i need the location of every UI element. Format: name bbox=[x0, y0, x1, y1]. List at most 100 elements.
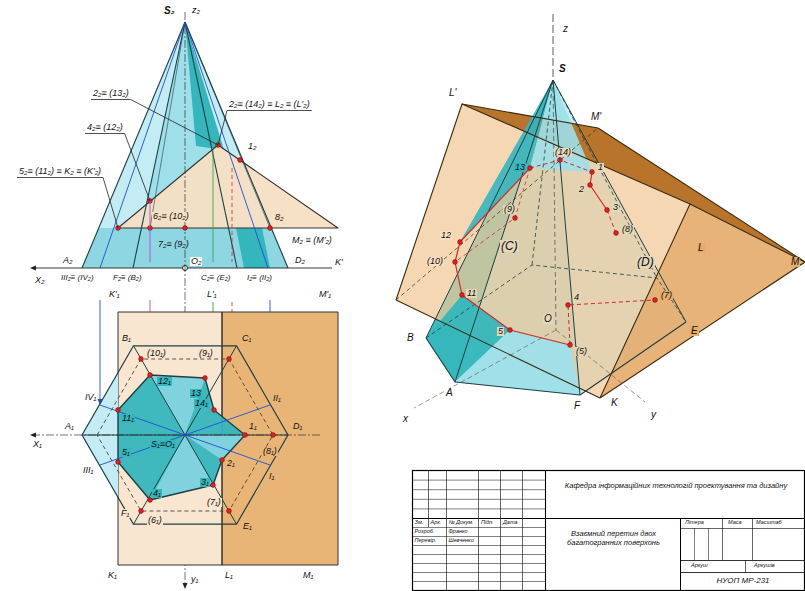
leader-line bbox=[131, 100, 218, 146]
point-label: 5 bbox=[497, 327, 504, 336]
point-label: L'₁ bbox=[206, 290, 218, 299]
vertex-label: A₂ bbox=[62, 256, 73, 265]
point-label: 13 bbox=[514, 163, 526, 172]
axis-label: z₂ bbox=[191, 6, 201, 15]
leader-line bbox=[91, 99, 131, 100]
axis-label: y₁ bbox=[190, 575, 199, 584]
point-label: (10) bbox=[426, 257, 444, 266]
point-label: 6₂≡ (10₂) bbox=[152, 212, 190, 221]
leader-line bbox=[218, 111, 227, 146]
arrow-head bbox=[30, 433, 36, 438]
axonometric-view bbox=[396, 14, 805, 408]
pyramid-edge bbox=[426, 80, 553, 338]
intersection-point bbox=[653, 298, 658, 303]
drawing-line bbox=[185, 22, 270, 228]
drawing-line bbox=[680, 518, 681, 591]
point-label: 13 bbox=[190, 389, 202, 398]
leader-lines bbox=[17, 100, 312, 229]
point-label: 3 bbox=[612, 203, 619, 212]
drawing-line bbox=[694, 528, 695, 560]
leader-line bbox=[125, 134, 150, 202]
intersection-point bbox=[183, 226, 188, 231]
axis-line bbox=[556, 330, 645, 402]
point-label: (9₁) bbox=[198, 349, 214, 358]
intersection-point bbox=[243, 433, 248, 438]
intersection-point bbox=[227, 509, 232, 514]
title-block bbox=[412, 470, 805, 591]
top-view bbox=[30, 312, 338, 565]
title-block-cell: Шевченко bbox=[448, 538, 475, 544]
drawing-line bbox=[232, 168, 233, 262]
point-label: 2 bbox=[578, 185, 585, 194]
point-label: M₂ ≡ (M'₂) bbox=[291, 236, 333, 245]
title-block-frame bbox=[413, 471, 805, 591]
face-outline bbox=[118, 375, 245, 500]
drawing-line bbox=[500, 470, 501, 591]
drawing-line bbox=[412, 572, 545, 573]
axis-line bbox=[553, 80, 556, 330]
auxiliary-line bbox=[185, 405, 270, 435]
drawing-line bbox=[680, 528, 805, 529]
point-label: (14) bbox=[554, 148, 572, 157]
vertex-label: K bbox=[610, 398, 619, 408]
drawing-line bbox=[522, 470, 523, 591]
axis-label: y bbox=[650, 410, 657, 420]
axis-label: z bbox=[562, 24, 569, 34]
point-label: (9) bbox=[503, 205, 516, 214]
point-label: (8) bbox=[621, 225, 634, 234]
drawing-line bbox=[412, 518, 805, 519]
point-label: III₁ bbox=[82, 466, 94, 475]
prism-face bbox=[600, 204, 805, 398]
title-block-cell: Маса bbox=[727, 520, 743, 526]
face-fill bbox=[185, 435, 245, 460]
point-label: (7) bbox=[660, 291, 673, 300]
title-block-cell: НУОП МР-231 bbox=[687, 576, 799, 585]
vertex-label: M bbox=[790, 257, 800, 267]
leader-line bbox=[85, 133, 125, 134]
vertex-label: S bbox=[558, 64, 567, 74]
drawing-line bbox=[478, 470, 479, 591]
intersection-point bbox=[220, 458, 225, 463]
title-block-cell: Розроб. bbox=[414, 529, 436, 535]
drawing-line bbox=[412, 563, 545, 564]
arrow-head bbox=[30, 266, 36, 271]
intersection-point bbox=[268, 226, 273, 231]
axis-line bbox=[32, 435, 320, 436]
intersection-point bbox=[203, 376, 208, 381]
intersection-point bbox=[212, 408, 217, 413]
arrow-head bbox=[183, 583, 188, 589]
intersection-point bbox=[460, 293, 465, 298]
intersection-line bbox=[568, 300, 655, 345]
prism-section bbox=[118, 145, 338, 228]
point-label: (10₁) bbox=[146, 349, 167, 358]
face-fill bbox=[236, 228, 270, 268]
drawing-line bbox=[150, 201, 151, 262]
vertex-label: O₂ bbox=[190, 257, 202, 266]
drawing-line bbox=[412, 527, 545, 528]
vertex-label: B₁ bbox=[121, 334, 132, 343]
point-label: 11 bbox=[466, 289, 477, 298]
point-label: C₂≡ (E₂) bbox=[200, 274, 231, 282]
title-block-cell: Перевір. bbox=[414, 538, 438, 544]
intersection-point bbox=[558, 158, 563, 163]
vertex-label: A bbox=[445, 388, 454, 398]
drawing-line bbox=[446, 470, 447, 591]
drawing-line bbox=[745, 560, 746, 572]
vertex-label: D₂ bbox=[294, 256, 306, 265]
point-label: 3₁ bbox=[200, 478, 210, 487]
point-label: 12 bbox=[440, 231, 452, 240]
point-label: K₁ bbox=[107, 571, 118, 580]
intersection-point bbox=[508, 328, 513, 333]
drawing-line bbox=[722, 518, 723, 560]
vertex-label: 1₂ bbox=[247, 142, 257, 151]
point-label: 4 bbox=[573, 293, 580, 302]
vertex-label: F bbox=[573, 401, 581, 411]
intersection-point bbox=[148, 498, 153, 503]
point-label: III₂≡ (IV₂) bbox=[60, 274, 95, 282]
pyramid-edge bbox=[82, 22, 185, 268]
point-label: L₁ bbox=[224, 571, 234, 580]
pyramid-edge bbox=[426, 265, 686, 338]
title-block-cell: № Докум. bbox=[448, 520, 475, 526]
drawing-line bbox=[412, 554, 545, 555]
pyramid-edge bbox=[185, 346, 237, 435]
